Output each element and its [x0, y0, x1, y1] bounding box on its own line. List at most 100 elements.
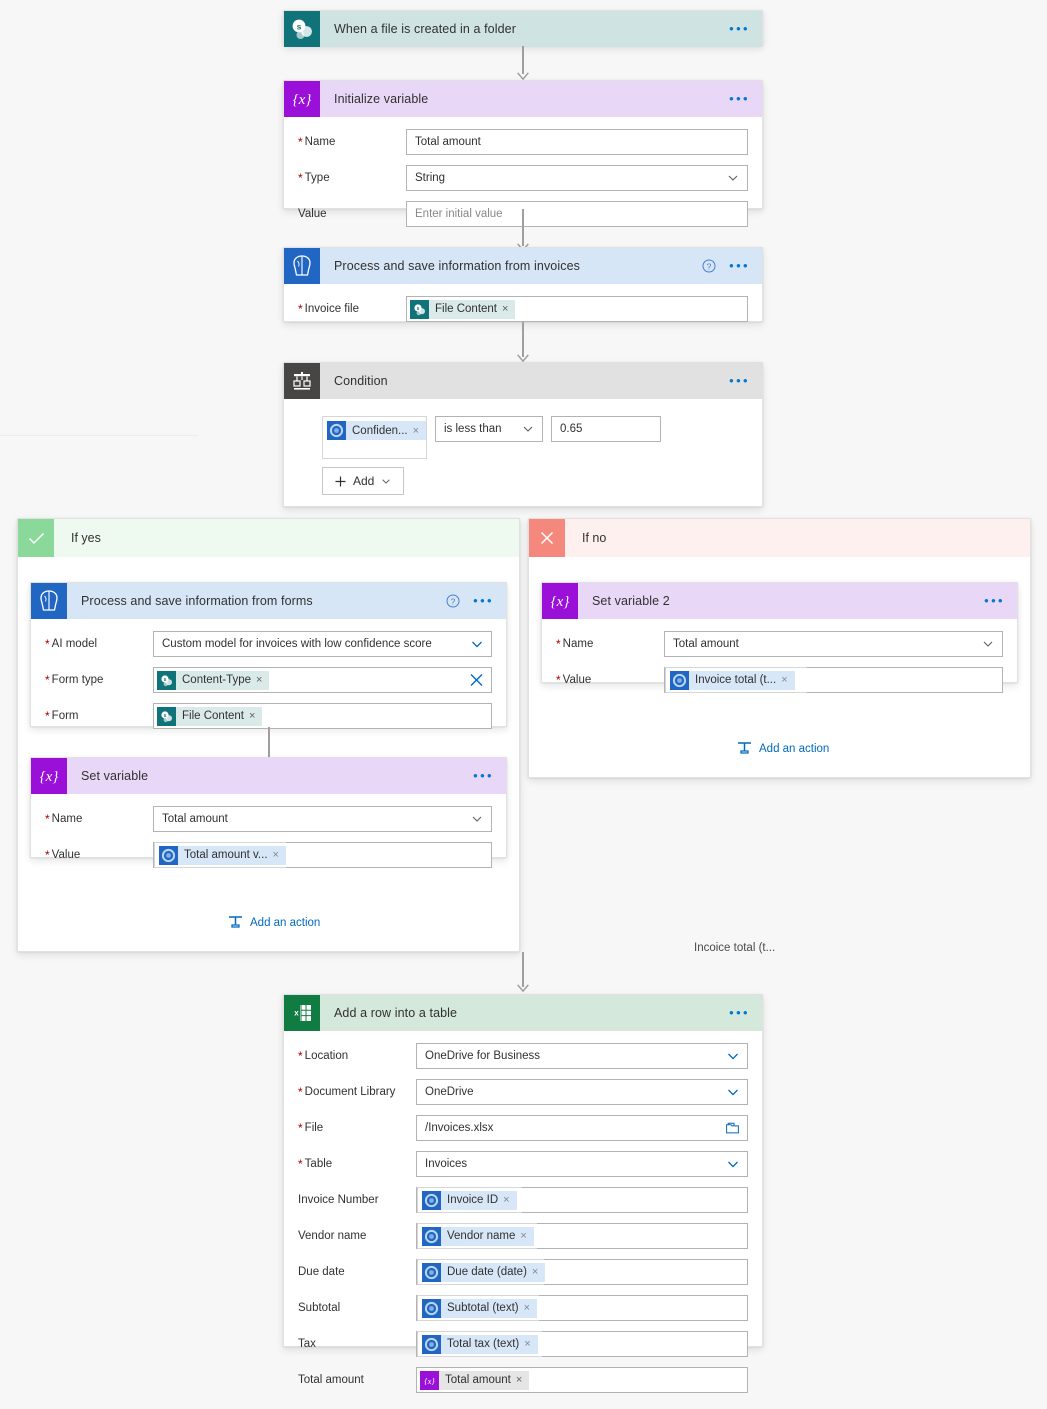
field-label: *Document Library [298, 1085, 396, 1099]
token-file-content[interactable]: s File Content × [410, 299, 516, 319]
card-header-actions: ••• [727, 363, 752, 399]
card-add-row-into-table[interactable]: x Add a row into a table ••• *Location O… [283, 994, 763, 1393]
condition-left-operand[interactable]: Confiden... × [322, 416, 427, 459]
token-label: Total amount v... [184, 849, 268, 861]
invoice-number-input[interactable]: Invoice ID × [416, 1187, 748, 1213]
add-an-action-button-if-yes[interactable]: Add an action [228, 915, 320, 930]
table-dropdown[interactable]: Invoices [416, 1151, 748, 1177]
field-label: *Form type [45, 673, 104, 687]
clear-field-icon[interactable] [470, 674, 483, 687]
ai-builder-icon [284, 248, 320, 284]
token-total-amount-value[interactable]: Total amount v... × [159, 845, 286, 865]
token-content-type[interactable]: s Content-Type × [157, 670, 270, 690]
card-condition[interactable]: Condition ••• Confiden... × is less than [283, 362, 763, 507]
location-dropdown[interactable]: OneDrive for Business [416, 1043, 748, 1069]
condition-operator-dropdown[interactable]: is less than [435, 416, 543, 442]
token-total-amount-variable[interactable]: {x} Total amount × [420, 1370, 530, 1390]
file-input[interactable]: /Invoices.xlsx [416, 1115, 748, 1141]
chevron-down-icon [728, 1053, 738, 1060]
overflow-menu-icon[interactable]: ••• [729, 21, 750, 36]
field-label: *Name [298, 135, 336, 149]
token-subtotal[interactable]: Subtotal (text) × [422, 1298, 538, 1318]
token-remove-icon[interactable]: × [412, 424, 420, 437]
field-label: Vendor name [298, 1230, 367, 1242]
card-process-forms[interactable]: Process and save information from forms … [30, 582, 507, 729]
overflow-menu-icon[interactable]: ••• [473, 768, 494, 783]
card-process-invoices[interactable]: Process and save information from invoic… [283, 247, 763, 322]
card-set-variable[interactable]: {x} Set variable ••• *Name Total amount … [30, 757, 507, 868]
card-trigger[interactable]: s When a file is created in a folder ••• [283, 10, 763, 47]
token-invoice-id[interactable]: Invoice ID × [422, 1190, 517, 1210]
folder-picker-icon[interactable] [726, 1122, 739, 1134]
variable-icon: {x} [31, 758, 67, 794]
form-input[interactable]: s File Content × [153, 703, 492, 729]
plus-icon [335, 476, 346, 486]
card-header: Process and save information from forms … [31, 583, 506, 619]
variable-icon: {x} [284, 81, 320, 117]
token-total-tax[interactable]: Total tax (text) × [422, 1334, 538, 1354]
condition-right-value-input[interactable]: 0.65 [551, 416, 661, 442]
form-row-total-amount: Total amount {x} Total amount × [298, 1365, 748, 1395]
value-token-wrapper: Invoice total (t... × [665, 667, 807, 693]
token-due-date[interactable]: Due date (date) × [422, 1262, 546, 1282]
form-type-input[interactable]: s Content-Type × [153, 667, 492, 693]
sharepoint-icon: s [410, 299, 429, 319]
condition-add-button[interactable]: Add [322, 467, 405, 495]
type-dropdown[interactable]: String [406, 165, 748, 191]
overflow-menu-icon[interactable]: ••• [984, 593, 1005, 608]
value-input[interactable]: Total amount v... × [153, 842, 492, 868]
card-body: *Location OneDrive for Business *Documen… [284, 1031, 762, 1409]
subtotal-input[interactable]: Subtotal (text) × [416, 1295, 748, 1321]
card-initialize-variable[interactable]: {x} Initialize variable ••• *Name Total … [283, 80, 763, 227]
value-token-wrapper: Subtotal (text) × [417, 1295, 539, 1321]
condition-expression-row: Confiden... × is less than 0.65 [322, 416, 762, 459]
document-library-dropdown[interactable]: OneDrive [416, 1079, 748, 1105]
ai-builder-token-icon [422, 1298, 441, 1318]
token-vendor-name[interactable]: Vendor name × [422, 1226, 534, 1246]
tax-input[interactable]: Total tax (text) × [416, 1331, 748, 1357]
sharepoint-icon: s [157, 670, 176, 690]
name-dropdown[interactable]: Total amount [664, 631, 1003, 657]
ai-model-dropdown[interactable]: Custom model for invoices with low confi… [153, 631, 492, 657]
chevron-down-icon [728, 1161, 738, 1168]
value-input[interactable]: Enter initial value [406, 201, 748, 227]
token-remove-icon[interactable]: × [502, 303, 509, 315]
flow-canvas: s When a file is created in a folder •••… [17, 10, 1031, 1393]
token-remove-icon[interactable]: × [520, 1230, 527, 1242]
token-remove-icon[interactable]: × [515, 1374, 523, 1386]
required-marker: * [556, 673, 561, 687]
token-remove-icon[interactable]: × [524, 1338, 531, 1350]
token-remove-icon[interactable]: × [503, 1194, 510, 1206]
overflow-menu-icon[interactable]: ••• [729, 91, 750, 106]
chevron-down-icon [728, 1089, 738, 1096]
add-action-icon [738, 742, 751, 754]
token-remove-icon[interactable]: × [531, 1266, 539, 1278]
overflow-menu-icon[interactable]: ••• [729, 1005, 750, 1020]
total-amount-input[interactable]: {x} Total amount × [416, 1367, 748, 1393]
vendor-name-input[interactable]: Vendor name × [416, 1223, 748, 1249]
field-label: Value [298, 208, 327, 220]
token-label: File Content [435, 303, 498, 315]
value-input[interactable]: Invoice total (t... × [664, 667, 1003, 693]
field-label: *Name [45, 812, 83, 826]
overflow-menu-icon[interactable]: ••• [729, 258, 750, 273]
token-file-content[interactable]: s File Content × [157, 706, 263, 726]
token-confidence-score[interactable]: Confiden... × [327, 421, 427, 440]
help-icon[interactable]: ? [446, 594, 460, 608]
overflow-menu-icon[interactable]: ••• [729, 373, 750, 388]
help-icon[interactable]: ? [702, 259, 716, 273]
token-remove-icon[interactable]: × [523, 1302, 531, 1314]
card-set-variable-2[interactable]: {x} Set variable 2 ••• *Name Total amoun… [541, 582, 1018, 693]
due-date-input[interactable]: Due date (date) × [416, 1259, 748, 1285]
token-remove-icon[interactable]: × [272, 849, 279, 861]
name-dropdown[interactable]: Total amount [153, 806, 492, 832]
invoice-file-input[interactable]: s File Content × [406, 296, 748, 322]
token-remove-icon[interactable]: × [781, 674, 788, 686]
add-an-action-button-if-no[interactable]: Add an action [737, 741, 829, 756]
token-remove-icon[interactable]: × [249, 710, 256, 722]
overflow-menu-icon[interactable]: ••• [473, 593, 494, 608]
card-header-actions: ••• [727, 995, 752, 1031]
token-invoice-total[interactable]: Invoice total (t... × [670, 670, 795, 690]
name-input[interactable]: Total amount [406, 129, 748, 155]
token-remove-icon[interactable]: × [256, 674, 263, 686]
